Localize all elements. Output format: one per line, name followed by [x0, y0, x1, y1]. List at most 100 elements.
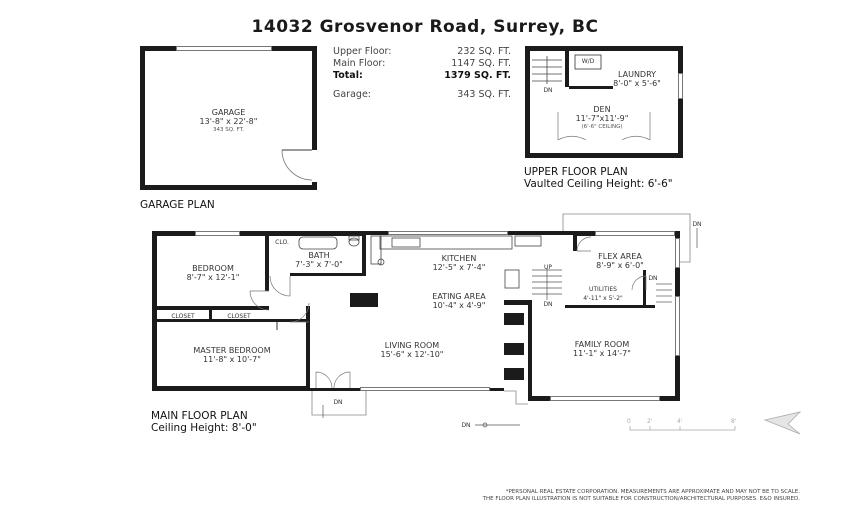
den-dims: 11'-7"x11'-9" [575, 114, 629, 123]
family-window-east [675, 296, 680, 356]
living-room-name: LIVING ROOM [384, 341, 440, 350]
living-room-label: LIVING ROOM 15'-6" x 12'-10" [360, 341, 464, 359]
area-row-upper: Upper Floor: 232 SQ. FT. [333, 46, 511, 58]
upper-window-right [678, 73, 683, 99]
garage-door-opening [176, 46, 272, 51]
den-ceiling-note: (6'-6" CEILING) [581, 124, 623, 130]
flex-area-dims: 8'-9" x 6'-0" [596, 261, 644, 270]
stair-up-label: UP [543, 264, 552, 271]
garage-name: GARAGE [211, 108, 246, 117]
garage-dims: 13'-8" x 22'-8" [199, 117, 258, 126]
disclaimer-line-1: *PERSONAL REAL ESTATE CORPORATION. MEASU… [505, 489, 800, 495]
flex-window-north [595, 231, 675, 236]
main-plan-title: MAIN FLOOR PLAN Ceiling Height: 8'-0" [151, 410, 257, 434]
bath-name: BATH [308, 251, 330, 260]
disclaimer: *PERSONAL REAL ESTATE CORPORATION. MEASU… [483, 489, 800, 503]
scale-label-0: 0 [627, 418, 631, 425]
kitchen-flex-partition [573, 231, 577, 251]
eating-family-wall [504, 300, 528, 305]
upper-stair-dn-label: DN [543, 87, 553, 94]
laundry-room-label: LAUNDRY 8'-0" x 5'-6" [612, 70, 662, 88]
family-room-label: FAMILY ROOM 11'-1" x 14'-7" [550, 340, 654, 358]
bath-south-wall [290, 273, 365, 276]
main-wall-west [152, 231, 157, 391]
master-bedroom-dims: 11'-8" x 10'-7" [203, 355, 261, 364]
garage-wall-left [140, 46, 145, 190]
family-room-name: FAMILY ROOM [574, 340, 630, 349]
bath-east-wall [362, 231, 366, 276]
bath-label: BATH 7'-3" x 7'-0" [284, 251, 354, 269]
utilities-east-wall [643, 270, 646, 308]
kitchen-name: KITCHEN [441, 254, 477, 263]
garage-side-door-gap [312, 150, 317, 182]
area-label-upper: Upper Floor: [333, 46, 392, 57]
closet-label-1: CLOSET [171, 313, 195, 320]
main-plan-subtitle: Ceiling Height: 8'-0" [151, 422, 257, 434]
family-window-south [550, 396, 660, 401]
area-row-total: Total: 1379 SQ. FT. [333, 70, 511, 82]
upper-wall-top [525, 46, 683, 51]
flex-area-name: FLEX AREA [598, 252, 642, 261]
kitchen-label: KITCHEN 12'-5" x 7'-4" [414, 254, 504, 272]
garage-wall-right [312, 46, 317, 190]
upper-plan-title-text: UPPER FLOOR PLAN [524, 166, 628, 178]
upper-plan-title: UPPER FLOOR PLAN Vaulted Ceiling Height:… [524, 166, 673, 190]
flex-window-east [675, 238, 680, 268]
eating-area-label: EATING AREA 10'-4" x 4'-9" [414, 292, 504, 310]
master-living-partition [306, 306, 310, 391]
garage-wall-bottom [140, 185, 317, 190]
kitchen-dims: 12'-5" x 7'-4" [432, 263, 486, 272]
bedroom-window [195, 231, 240, 236]
den-room-label: DEN 11'-7"x11'-9" (6'-6" CEILING) [560, 105, 644, 132]
upper-wall-right [678, 46, 683, 158]
living-window-south [360, 387, 490, 391]
area-label-garage: Garage: [333, 89, 371, 100]
upper-wall-left [525, 46, 530, 158]
laundry-wall [569, 86, 613, 89]
fireplace-block [350, 293, 378, 307]
living-room-dims: 15'-6" x 12'-10" [380, 350, 444, 359]
bedroom-closet-partition [157, 306, 269, 310]
closet-small-label: CLO. [275, 239, 289, 246]
area-value-upper: 232 SQ. FT. [457, 46, 511, 57]
area-label-main: Main Floor: [333, 58, 386, 69]
upper-plan-subtitle: Vaulted Ceiling Height: 6'-6" [524, 178, 673, 190]
master-bedroom-name: MASTER BEDROOM [193, 346, 271, 355]
bath-dims: 7'-3" x 7'-0" [295, 260, 343, 269]
area-summary: Upper Floor: 232 SQ. FT. Main Floor: 114… [333, 46, 511, 101]
garage-room-label: GARAGE 13'-8" x 22'-8" 343 SQ. FT. [145, 108, 312, 135]
garage-plan-title: GARAGE PLAN [140, 199, 215, 211]
bedroom-dims: 8'-7" x 12'-1" [186, 273, 240, 282]
main-plan-title-text: MAIN FLOOR PLAN [151, 410, 248, 422]
main-wall-south-left [152, 386, 310, 391]
den-name: DEN [593, 105, 611, 114]
eating-area-name: EATING AREA [432, 292, 486, 301]
scale-label-2: 2' [647, 418, 653, 425]
utilities-dims: 4'-11" x 5'-2" [583, 295, 623, 302]
area-label-total: Total: [333, 70, 363, 81]
stair-dn-label: DN [543, 301, 553, 308]
entry-dn-label: DN [333, 399, 343, 406]
rear-dn-label: DN [461, 422, 471, 429]
scale-label-4: 4' [677, 418, 683, 425]
area-row-garage: Garage: 343 SQ. FT. [333, 89, 511, 101]
bedroom-label: BEDROOM 8'-7" x 12'-1" [170, 264, 256, 282]
eating-area-dims: 10'-4" x 4'-9" [432, 301, 486, 310]
utilities-name: UTILITIES [589, 286, 617, 293]
closet-label-2: CLOSET [227, 313, 251, 320]
deck-dn-label: DN [692, 221, 702, 228]
utilities-label: UTILITIES 4'-11" x 5'-2" [566, 285, 640, 303]
north-arrow-icon [763, 411, 802, 435]
upper-wall-bottom [525, 153, 683, 158]
main-wall-north-left [152, 231, 365, 236]
upper-stair-wall [565, 51, 569, 87]
laundry-name: LAUNDRY [617, 70, 657, 79]
master-bedroom-label: MASTER BEDROOM 11'-8" x 10'-7" [170, 346, 294, 364]
area-value-garage: 343 SQ. FT. [457, 89, 511, 100]
family-pillar-3 [504, 368, 524, 380]
closet-divider [209, 306, 212, 322]
